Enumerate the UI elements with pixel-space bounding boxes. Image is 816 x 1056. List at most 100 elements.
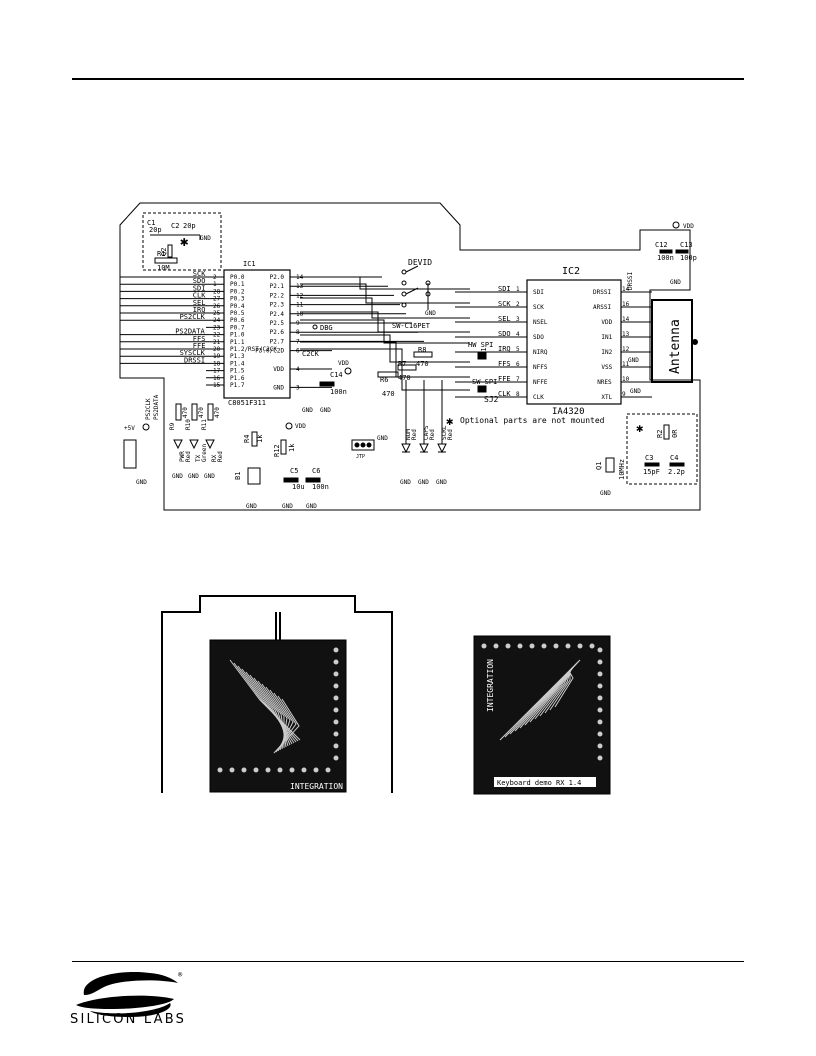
sw-label: SW-C16PET: [392, 322, 431, 330]
ic1-rpin-1: P2.1: [270, 283, 285, 290]
ic1-net-2: SDI: [193, 284, 206, 292]
gnd-vss: GND: [628, 357, 639, 364]
optional-crystal-box: [142, 212, 222, 271]
footer-rule: [72, 961, 744, 962]
c3v-label: 15pF: [643, 468, 660, 476]
label-r11v: 470: [214, 407, 221, 418]
ic1-rpin-12: GND: [273, 384, 284, 391]
label-r9v: 470: [182, 407, 189, 418]
ic1-net-12: DRSSI: [184, 356, 205, 364]
ic2-rpinnum-6: 10: [622, 376, 630, 383]
label-c1v: 20p: [149, 226, 162, 234]
label-q2: Q2: [160, 248, 168, 256]
ic1-rpin-4: P2.4: [270, 311, 285, 318]
ic2-net-2: SEL: [498, 315, 511, 323]
ic2-pinnum-7: 8: [516, 391, 520, 398]
ic1-net-8: PS2DATA: [175, 328, 205, 336]
label-r10v: 470: [198, 407, 205, 418]
ic2-body: [526, 279, 622, 405]
led-l-color-0: Red: [185, 451, 192, 462]
ic1-pin-3: P0.3: [230, 296, 245, 303]
antenna-label: Antenna: [668, 319, 683, 374]
led-r-color-0: Red: [411, 429, 418, 440]
label-c1: C1: [147, 219, 155, 227]
b1-label: B1: [234, 472, 242, 480]
ic2-pinnum-0: 1: [516, 286, 520, 293]
ic1-pin-14: P1.6: [230, 375, 245, 382]
ic2-net-4: IRQ: [498, 345, 511, 353]
gnd-led-l-2: GND: [204, 473, 215, 480]
c2ck-label: C2CK: [302, 350, 320, 358]
ic1-rpin-2: P2.2: [270, 292, 285, 299]
r6v-label: 470: [382, 390, 395, 398]
pcb-top-view: INTEGRATION: [161, 595, 393, 793]
r2v-label: 0R: [671, 429, 679, 438]
gnd-c6: GND: [306, 503, 317, 510]
ps2data-label: PS2DATA: [153, 394, 160, 420]
label-r1v: 10M: [157, 264, 170, 272]
ic2-pinnum-4: 5: [516, 346, 520, 353]
led-r-0: NUM: [405, 429, 412, 440]
led-l-color-2: Red: [217, 451, 224, 462]
gnd-led-l-0: GND: [172, 473, 183, 480]
label-c2: C2: [171, 222, 179, 230]
devid-label: DEVID: [408, 258, 432, 267]
ic1-pin-9: P1.1: [230, 339, 245, 346]
gnd-led-l-1: GND: [188, 473, 199, 480]
q1v-label: 10MHz: [618, 459, 626, 480]
ic2-rpinnum-1: 16: [622, 301, 630, 308]
ic1-pin-2: P0.2: [230, 288, 245, 295]
plus5v-label: +5V: [124, 425, 135, 432]
gnd-nres: GND: [630, 388, 641, 395]
ic2-pin-6: NFFE: [533, 379, 548, 386]
ic1-net-5: IRQ: [193, 306, 206, 314]
ic2-part: IA4320: [552, 407, 585, 417]
ic1-pin-12: P1.4: [230, 360, 245, 367]
ic1-rpin-7: P2.7: [270, 338, 285, 345]
r4v-label: 1k: [256, 434, 264, 443]
ic2-net-7: CLK: [498, 390, 511, 398]
gnd-sw: GND: [425, 310, 436, 317]
ic2-ref: IC2: [562, 266, 580, 277]
optional-asterisk: ✱: [446, 414, 453, 428]
ic1-pin-15: P1.7: [230, 382, 245, 389]
optional-xtal-box: [626, 413, 698, 485]
c5v-label: 10u: [292, 483, 305, 491]
led-r-color-2: Red: [447, 429, 454, 440]
led-l-2: RX: [211, 454, 218, 462]
ic1-pin-10: P1.2/RST/C2CK: [230, 346, 277, 353]
led-l-color-1: Green: [201, 444, 208, 462]
ic1-body: [223, 269, 291, 399]
ps2-connector: [123, 439, 137, 469]
r7v-label: 470: [398, 374, 411, 382]
ic2-rpin-0: DRSSI: [593, 289, 611, 296]
ic1-rpin-10: VDD: [273, 366, 284, 373]
q1-label: Q1: [595, 462, 603, 470]
ic2-rpinnum-0: 14: [622, 286, 630, 293]
gnd-c1c2: GND: [200, 235, 211, 242]
gnd-ic1a: GND: [302, 407, 313, 414]
ic2-pin-0: SDI: [533, 289, 544, 296]
c12v-label: 100n: [657, 254, 674, 262]
led-r-2: SCRL: [441, 425, 448, 440]
ic1-net-1: SDO: [193, 277, 206, 285]
sw-spi-label: SW SPI: [472, 378, 497, 386]
led-l-0: PWR: [179, 451, 186, 462]
antenna-box: [651, 299, 693, 383]
q2-crystal: [167, 244, 173, 258]
vdd-top: VDD: [683, 223, 694, 230]
ic2-rpinnum-5: 11: [622, 361, 630, 368]
hw-spi-label: HW SPI: [468, 341, 493, 349]
sj2-label: SJ2: [484, 395, 499, 404]
gnd-ic1b: GND: [320, 407, 331, 414]
led-r-1: CAPS: [423, 425, 430, 440]
ps2clk-label: PS2CLK: [145, 398, 152, 420]
ic2-pin-7: CLK: [533, 394, 544, 401]
ic2-net-5: FFS: [498, 360, 511, 368]
ic2-pinnum-3: 4: [516, 331, 520, 338]
ic1-net-0: SCK: [193, 270, 206, 278]
ic1-net-3: CLK: [193, 292, 206, 300]
ic2-pinnum-1: 2: [516, 301, 520, 308]
